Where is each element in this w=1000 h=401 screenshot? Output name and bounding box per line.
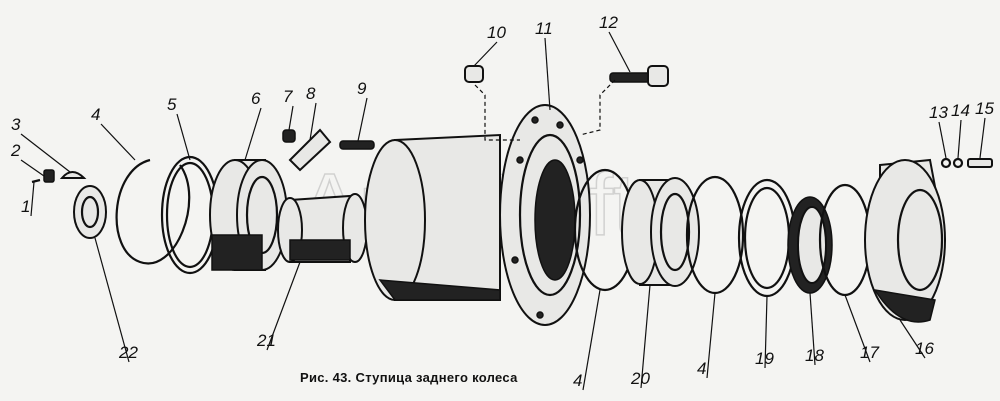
leader-line xyxy=(844,294,871,363)
part-number-label: 4 xyxy=(91,105,100,124)
part-number-label: 9 xyxy=(357,79,367,98)
part-washer xyxy=(43,169,55,183)
leader-line xyxy=(957,119,962,159)
part-number-label: 11 xyxy=(535,19,553,38)
leader-line xyxy=(94,237,130,363)
part-stud xyxy=(339,140,375,150)
leader-line xyxy=(473,41,498,67)
part-spacer-sleeve xyxy=(277,193,368,263)
part-number-label: 16 xyxy=(915,339,934,358)
part-lock-plate xyxy=(59,171,87,179)
leader-line xyxy=(608,31,631,73)
leader-line xyxy=(899,319,926,359)
leader-line xyxy=(20,133,71,173)
leader-line xyxy=(979,117,986,159)
leader-line xyxy=(640,284,651,389)
leader-line xyxy=(288,105,294,131)
part-number-label: 15 xyxy=(975,99,994,118)
part-lock-ring xyxy=(115,158,191,265)
part-seal-housing xyxy=(737,178,797,298)
part-nut-small xyxy=(282,129,296,143)
part-hub-cover xyxy=(864,158,947,323)
part-hub-nut xyxy=(464,65,484,83)
part-number-label: 4 xyxy=(697,359,706,378)
part-number-label: 14 xyxy=(951,101,970,120)
part-number-label: 2 xyxy=(10,141,21,160)
part-number-label: 19 xyxy=(755,349,774,368)
leader-line xyxy=(20,159,45,177)
part-nut xyxy=(73,185,107,239)
figure-caption: Рис. 43. Ступица заднего колеса xyxy=(300,370,518,385)
part-number-label: 18 xyxy=(805,346,824,365)
part-bearing-outer xyxy=(209,159,288,271)
leader-line xyxy=(706,292,716,379)
part-number-label: 17 xyxy=(860,343,879,362)
part-bearing-inner xyxy=(621,177,700,287)
leader-line xyxy=(544,37,551,111)
part-hub-bolt xyxy=(609,65,669,87)
leader-line xyxy=(582,289,601,391)
part-number-label: 10 xyxy=(487,23,506,42)
part-number-label: 22 xyxy=(118,343,138,362)
part-number-label: 3 xyxy=(11,115,21,134)
part-number-label: 6 xyxy=(251,89,261,108)
leader-line xyxy=(938,121,947,159)
leader-line xyxy=(30,181,35,217)
part-number-label: 21 xyxy=(256,331,276,350)
part-number-label: 12 xyxy=(599,13,618,32)
part-number-label: 1 xyxy=(21,197,30,216)
part-bolt-13-15 xyxy=(940,157,993,169)
leader-line xyxy=(244,107,262,161)
part-number-label: 20 xyxy=(630,369,650,388)
part-seal xyxy=(787,196,833,294)
part-number-label: 7 xyxy=(283,87,293,106)
leader-line xyxy=(357,97,368,142)
leader-line xyxy=(309,102,317,141)
part-number-label: 13 xyxy=(929,103,948,122)
part-bolt-small xyxy=(31,178,41,184)
leader-line xyxy=(764,295,768,369)
part-number-label: 5 xyxy=(167,95,177,114)
leader-line xyxy=(809,292,816,366)
leader-line xyxy=(266,261,301,351)
leader-line xyxy=(100,123,136,161)
part-number-label: 8 xyxy=(306,84,316,103)
part-number-label: 4 xyxy=(573,371,582,390)
part-hub xyxy=(364,104,591,326)
leader-line xyxy=(176,113,191,161)
